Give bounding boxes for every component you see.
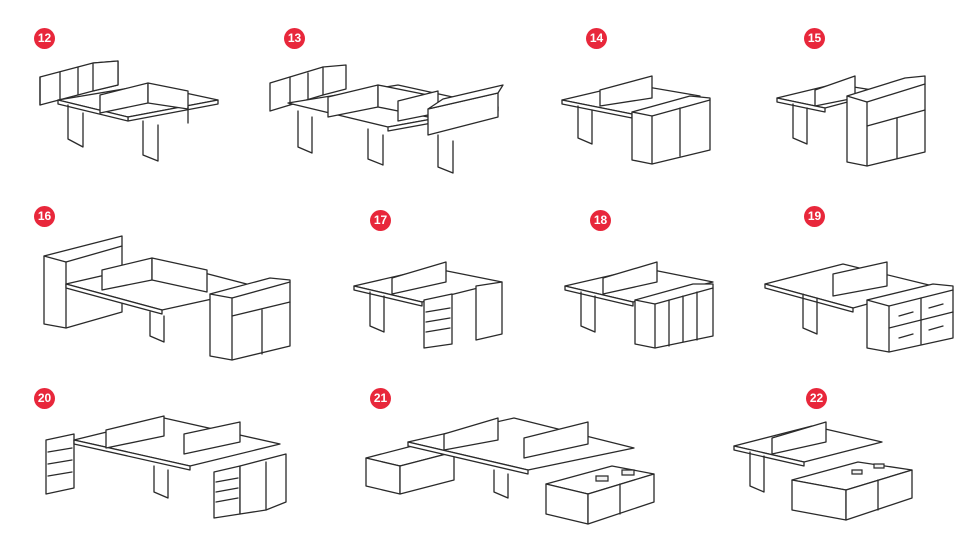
desk-illustration <box>775 56 945 171</box>
config-number-badge: 15 <box>804 28 825 49</box>
desk-illustration <box>268 55 508 175</box>
desk-illustration <box>352 256 512 351</box>
desk-illustration <box>560 72 720 172</box>
desk-illustration <box>364 414 664 529</box>
desk-illustration <box>563 256 723 351</box>
desk-illustration <box>763 258 963 358</box>
desk-illustration <box>38 55 228 165</box>
config-number-badge: 19 <box>804 206 825 227</box>
desk-illustration <box>732 418 922 523</box>
desk-illustration <box>44 414 294 524</box>
config-number-badge: 17 <box>370 210 391 231</box>
config-number-badge: 21 <box>370 388 391 409</box>
config-number-badge: 20 <box>34 388 55 409</box>
config-number-badge: 16 <box>34 206 55 227</box>
config-number-badge: 18 <box>590 210 611 231</box>
config-number-badge: 12 <box>34 28 55 49</box>
config-number-badge: 14 <box>586 28 607 49</box>
config-number-badge: 13 <box>284 28 305 49</box>
config-number-badge: 22 <box>806 388 827 409</box>
desk-illustration <box>42 232 297 362</box>
